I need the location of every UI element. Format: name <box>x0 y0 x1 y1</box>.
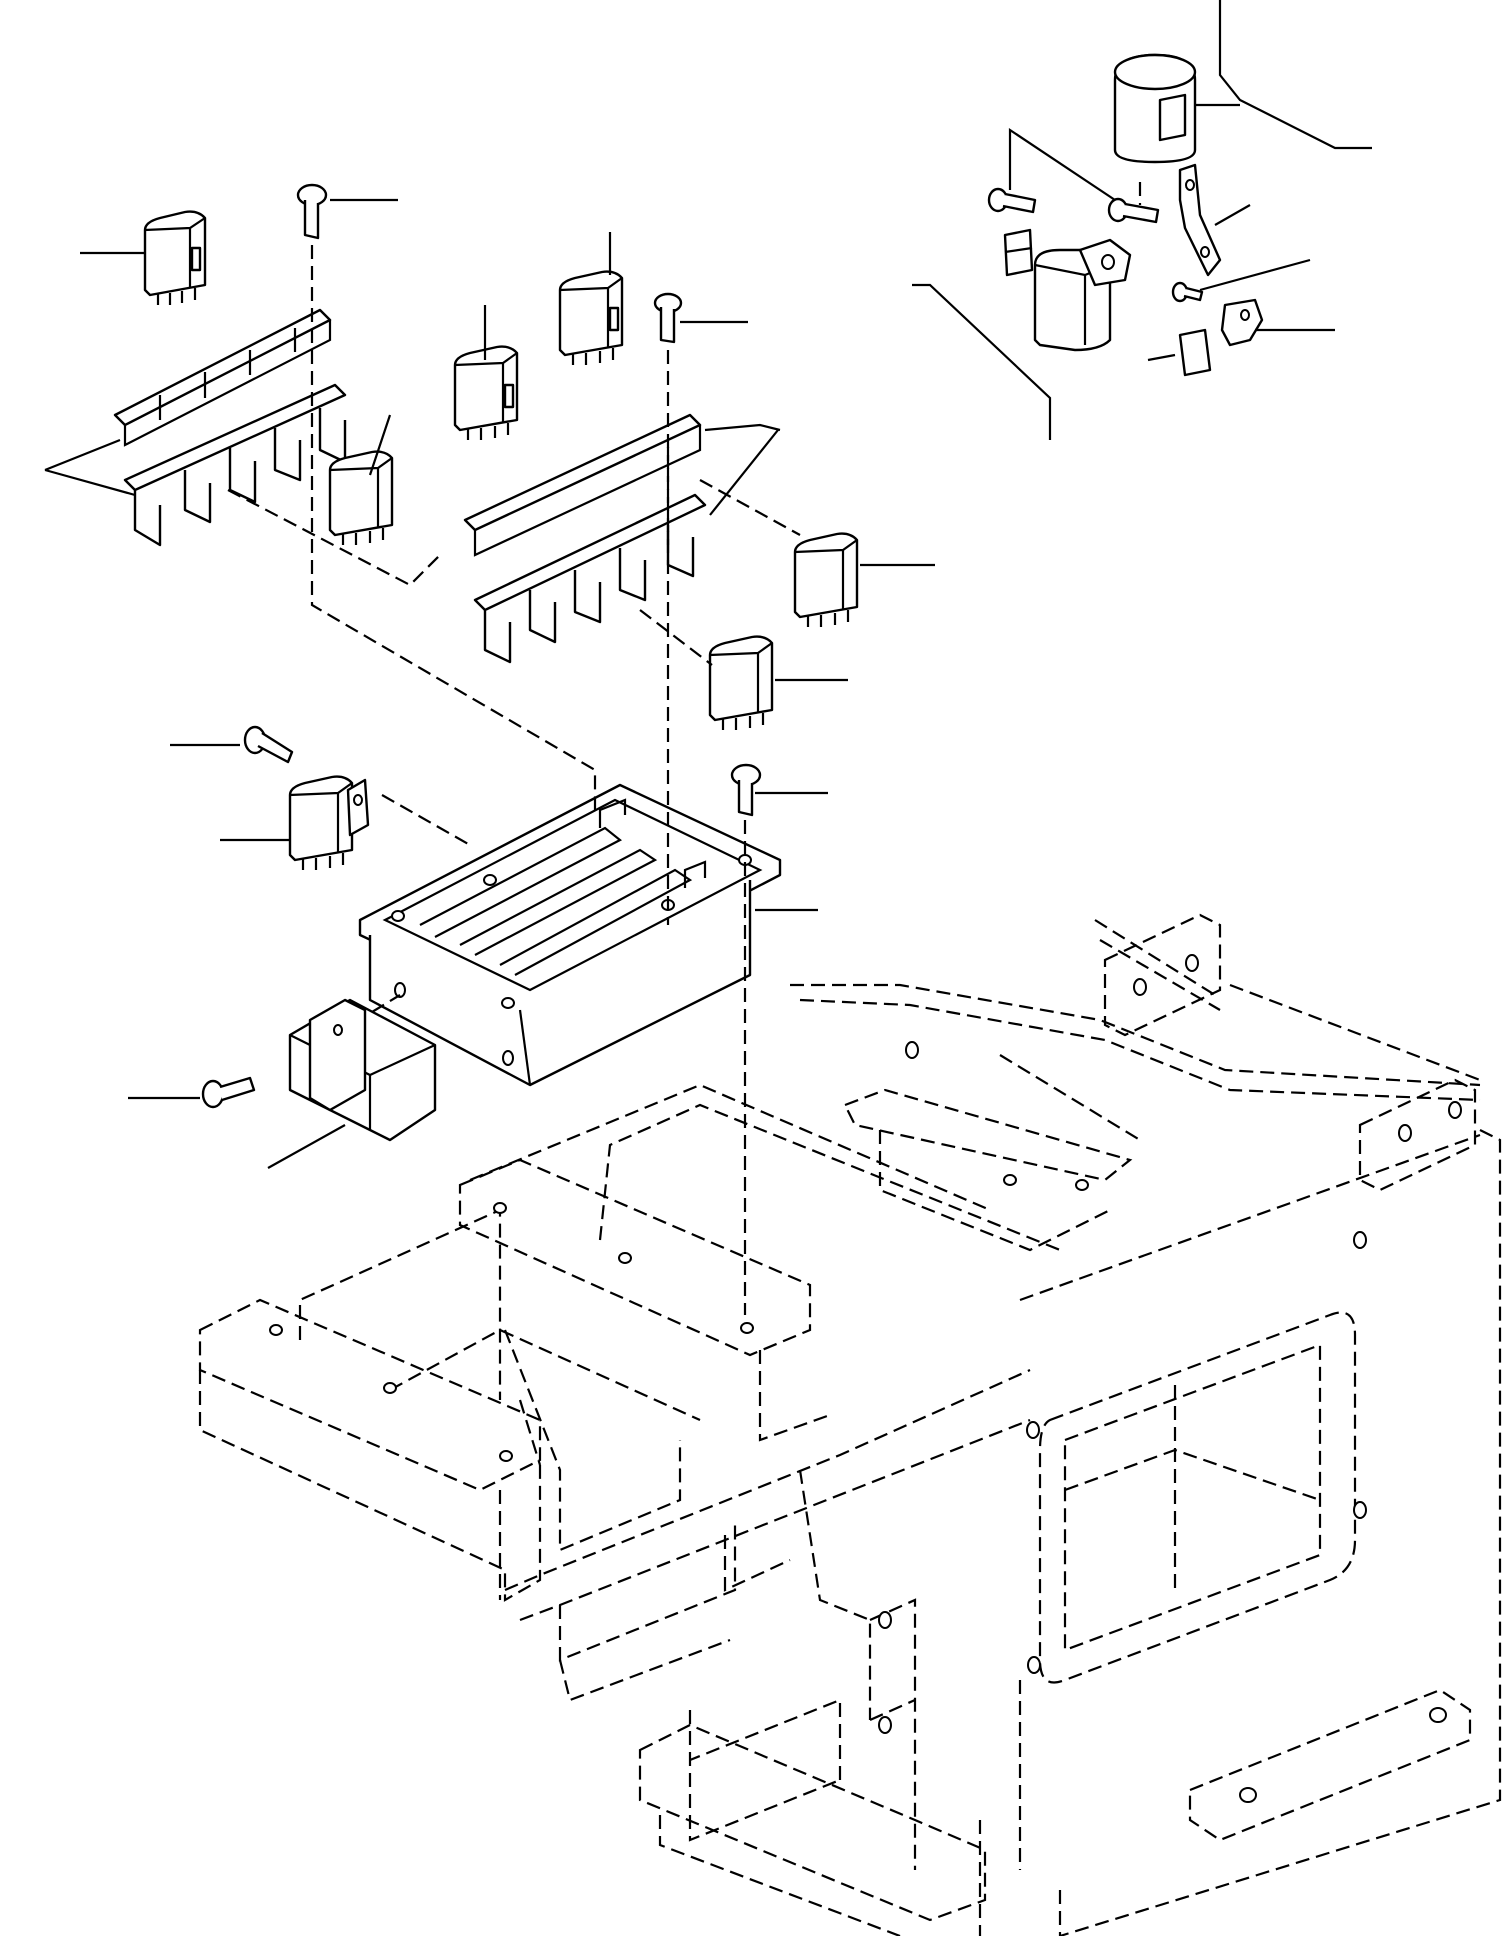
bolt-7 <box>1107 197 1160 224</box>
relay-4 <box>558 270 624 365</box>
relay-3 <box>453 345 519 440</box>
bolt-8 <box>1171 281 1204 303</box>
solenoid-relay <box>1003 228 1132 352</box>
relay-5 <box>793 532 859 627</box>
bolt-6 <box>987 187 1037 214</box>
bracket-plate <box>1178 163 1222 277</box>
horn-cylinder <box>1113 53 1197 164</box>
bolt-5 <box>201 1076 256 1109</box>
relay-2 <box>328 450 394 545</box>
bolt-3 <box>730 763 762 817</box>
relay-7-with-bracket <box>288 775 370 870</box>
bolt-2 <box>653 292 683 344</box>
relay-6 <box>708 635 774 730</box>
bolt-4 <box>243 725 294 764</box>
relay-terminal-block-left <box>113 308 347 547</box>
leader-lines <box>44 0 1372 1169</box>
terminal-clip <box>1220 298 1264 347</box>
controller-box <box>288 998 437 1142</box>
relay-1 <box>143 210 207 305</box>
bolt-1 <box>296 183 328 240</box>
relay-box <box>358 783 782 1087</box>
terminal-cap <box>1178 328 1212 377</box>
frame-structure <box>198 913 1502 1936</box>
assembly-guide-lines <box>227 182 1142 1315</box>
